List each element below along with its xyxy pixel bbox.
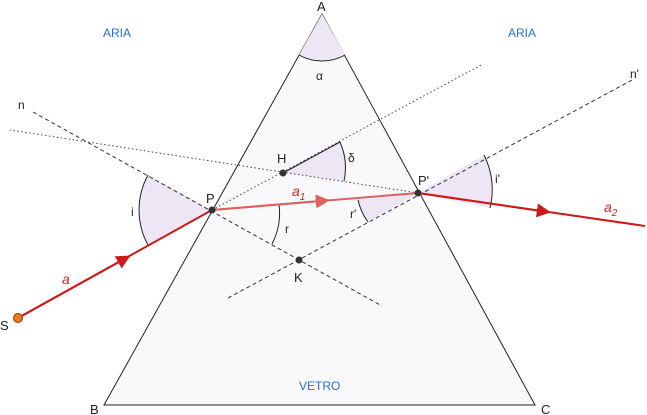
point-source	[13, 313, 23, 323]
internal-exit-angle-arc	[358, 193, 418, 222]
label-k: K	[294, 270, 303, 285]
region-air-right: ARIA	[508, 26, 536, 40]
incident-extension	[211, 63, 484, 211]
label-ray-a: a	[62, 271, 70, 287]
label-angle-r: r	[285, 222, 289, 236]
normal-n	[32, 111, 383, 307]
label-entry: P	[206, 191, 215, 206]
label-ray-a2: a2	[604, 199, 618, 219]
vertex-c: C	[541, 402, 550, 415]
vertex-b: B	[90, 402, 99, 415]
label-angle-r-prime: r'	[350, 207, 356, 221]
emergent-extension	[9, 129, 419, 194]
label-angle-delta: δ	[348, 151, 355, 165]
incidence-angle-arc	[139, 175, 212, 245]
label-h: H	[277, 151, 286, 166]
label-source: S	[0, 318, 9, 333]
region-glass: VETRO	[299, 379, 340, 393]
label-exit: P'	[418, 173, 429, 188]
label-angle-alpha: α	[316, 69, 323, 83]
label-angle-i-prime: i'	[495, 172, 500, 186]
point-exit	[414, 189, 422, 197]
refraction-angle-arc	[271, 203, 281, 245]
vertex-a: A	[317, 0, 326, 14]
label-angle-i: i	[131, 205, 134, 219]
deviation-angle-arc	[283, 142, 346, 181]
label-normal-n: n	[18, 98, 25, 112]
region-air-left: ARIA	[103, 26, 131, 40]
point-k	[295, 256, 303, 264]
label-ray-a1: a1	[292, 183, 305, 203]
point-entry	[208, 206, 216, 214]
label-normal-n-prime: n'	[630, 67, 639, 81]
apex-angle-arc	[299, 14, 345, 62]
point-h	[279, 169, 287, 177]
